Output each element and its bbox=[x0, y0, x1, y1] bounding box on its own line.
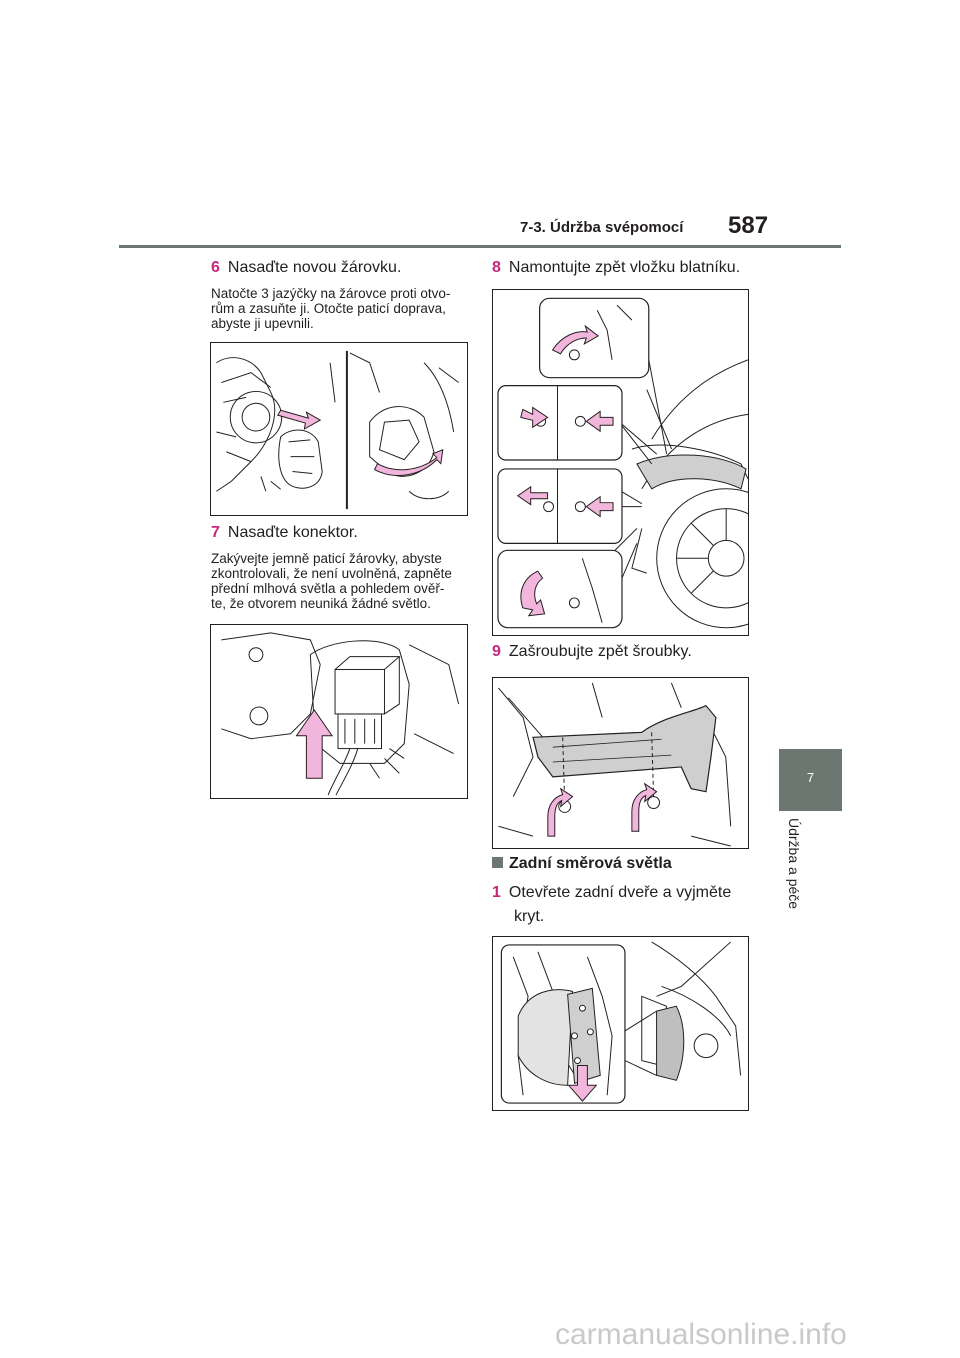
header-rule bbox=[119, 245, 841, 248]
step-6-desc-line: rům a zasuňte ji. Otočte paticí doprava, bbox=[211, 301, 446, 316]
bulb-insert-illustration bbox=[216, 350, 459, 510]
step-7-desc-line: te, že otvorem neuniká žádné světlo. bbox=[211, 596, 431, 611]
section-title: 7-3. Údržba svépomocí bbox=[520, 219, 684, 236]
step-7-desc-line: zkontrolovali, že není uvolněná, zapněte bbox=[211, 566, 452, 581]
step-7-desc-line: přední mlhová světla a pohledem ověř- bbox=[211, 581, 445, 596]
rear-turn-signals-heading: Zadní směrová světla bbox=[492, 855, 672, 873]
step-7-title: Nasaďte konektor. bbox=[227, 524, 358, 541]
step-1-number: 1 bbox=[492, 884, 501, 901]
step-6-number: 6 bbox=[211, 259, 220, 276]
step-7-heading: 7 Nasaďte konektor. bbox=[211, 524, 358, 542]
step-6-heading: 6 Nasaďte novou žárovku. bbox=[211, 259, 401, 277]
step-1-title-line: Otevřete zadní dveře a vyjměte bbox=[508, 884, 732, 901]
step-1-title-line: kryt. bbox=[514, 908, 545, 925]
chapter-number: 7 bbox=[806, 770, 815, 785]
step-1-heading: 1 Otevřete zadní dveře a vyjměte kryt. bbox=[492, 881, 731, 929]
step-6-title: Nasaďte novou žárovku. bbox=[227, 259, 402, 276]
rear-turn-signals-title: Zadní směrová světla bbox=[509, 855, 672, 872]
step-6-desc-line: Natočte 3 jazýčky na žárovce proti otvo- bbox=[211, 286, 451, 301]
figure-connector bbox=[210, 624, 468, 799]
step-8-title: Namontujte zpět vložku blatníku. bbox=[508, 259, 741, 276]
chapter-tab bbox=[779, 749, 842, 811]
step-6-desc-line: abyste ji upevnili. bbox=[211, 316, 314, 331]
figure-bulb-insert bbox=[210, 342, 468, 516]
step-8-heading: 8 Namontujte zpět vložku blatníku. bbox=[492, 259, 740, 277]
step-7-description: Zakývejte jemně paticí žárovky, abyste z… bbox=[211, 551, 476, 611]
step-6-description: Natočte 3 jazýčky na žárovce proti otvo-… bbox=[211, 286, 471, 331]
page-number: 587 bbox=[728, 212, 769, 239]
fender-liner-illustration bbox=[497, 297, 748, 629]
square-bullet-icon bbox=[492, 857, 503, 868]
step-9-heading: 9 Zašroubujte zpět šroubky. bbox=[492, 643, 692, 661]
step-9-title: Zašroubujte zpět šroubky. bbox=[508, 643, 692, 660]
chapter-title: Údržba a péče bbox=[786, 818, 802, 910]
figure-screws bbox=[492, 677, 749, 849]
connector-illustration bbox=[221, 632, 460, 796]
step-8-number: 8 bbox=[492, 259, 501, 276]
step-7-number: 7 bbox=[211, 524, 220, 541]
screws-illustration bbox=[498, 682, 732, 847]
step-9-number: 9 bbox=[492, 643, 501, 660]
step-7-desc-line: Zakývejte jemně paticí žárovky, abyste bbox=[211, 551, 442, 566]
rear-cover-illustration bbox=[500, 941, 742, 1104]
watermark: carmanualsonline.info bbox=[555, 1318, 847, 1351]
figure-rear-cover bbox=[492, 936, 749, 1111]
figure-fender-liner bbox=[492, 289, 749, 636]
